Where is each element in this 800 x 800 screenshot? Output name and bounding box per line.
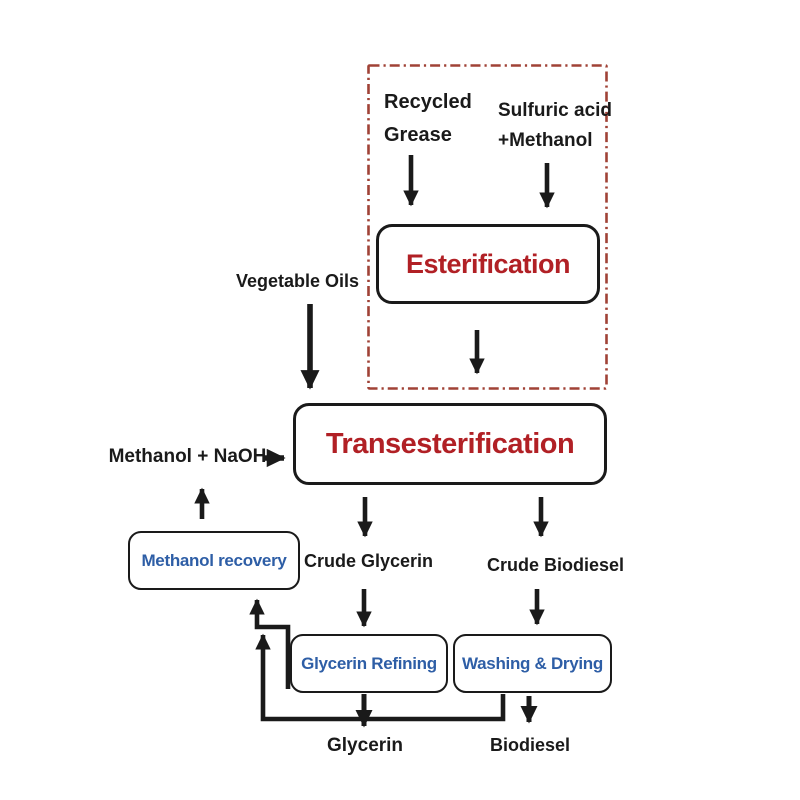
feedback-glycerin-refining-to-methanol-recovery: [249, 598, 291, 689]
node-transesterification: Transesterification: [293, 403, 607, 485]
label-sulfuric-methanol-line2: +Methanol: [498, 130, 593, 151]
node-washing-drying-label: Washing & Drying: [462, 653, 603, 673]
feedback-washing-drying-to-methanol-recovery: [255, 633, 506, 722]
label-sulfuric-methanol-line1: Sulfuric acid: [498, 100, 613, 121]
label-glycerin: Glycerin: [327, 735, 404, 756]
label-biodiesel: Biodiesel: [489, 735, 571, 755]
node-esterification-label: Esterification: [405, 248, 571, 279]
label-crude-biodiesel: Crude Biodiesel: [487, 555, 625, 575]
label-recycled-grease-line2: Grease: [384, 124, 452, 146]
node-esterification: Esterification: [376, 224, 600, 304]
label-recycled-grease: Recycled Grease: [384, 86, 472, 152]
label-vegetable-oils: Vegetable Oils: [235, 271, 360, 291]
node-methanol-recovery: Methanol recovery: [128, 531, 300, 590]
node-glycerin-refining-label: Glycerin Refining: [301, 653, 437, 673]
node-transesterification-label: Transesterification: [325, 427, 575, 460]
pretreatment-dashed-box: [367, 64, 608, 390]
label-recycled-grease-line1: Recycled: [384, 91, 472, 113]
label-methanol-naoh: Methanol + NaOH: [108, 446, 267, 467]
node-glycerin-refining: Glycerin Refining: [290, 634, 448, 693]
node-washing-drying: Washing & Drying: [453, 634, 612, 693]
node-methanol-recovery-label: Methanol recovery: [141, 550, 287, 570]
label-sulfuric-methanol: Sulfuric acid +Methanol: [498, 96, 612, 156]
label-crude-glycerin: Crude Glycerin: [304, 551, 434, 571]
